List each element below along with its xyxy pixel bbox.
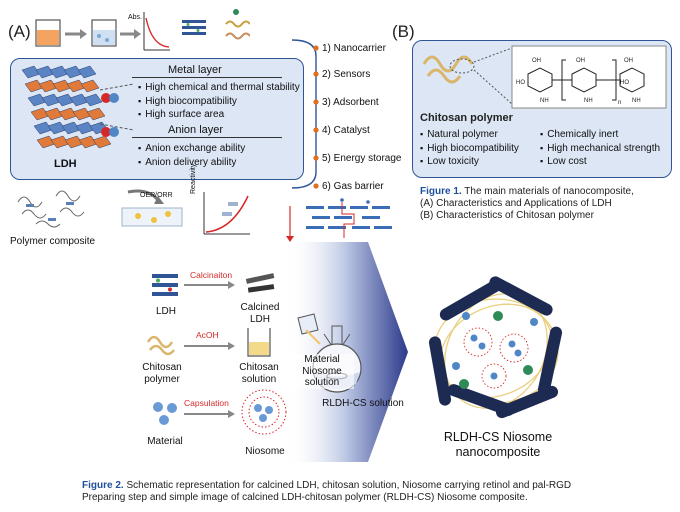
product-label-line1: RLDH-CS Niosome: [443, 430, 553, 444]
anion-feature: Anion delivery ability: [138, 156, 245, 170]
panel-b-label: (B): [392, 22, 415, 41]
calcined-ldh-label: Calcined LDH: [240, 302, 280, 325]
connector-lines: [100, 83, 135, 131]
oer-orr-label: OER/ORR: [140, 192, 173, 199]
beaker-icon: [35, 19, 61, 47]
figure-1-line2: (A) Characteristics and Applications of …: [420, 198, 612, 209]
product-label: RLDH-CS Niosome nanocomposite: [418, 430, 578, 460]
panel-a-label: (A): [8, 22, 31, 41]
gas-barrier-illustration: [286, 198, 392, 242]
svg-text:NH: NH: [540, 98, 549, 104]
application-item: 1) Nanocarrier: [322, 43, 386, 54]
figure-1-line1: The main materials of nanocomposite,: [464, 186, 634, 197]
absorbance-plot-icon: [143, 12, 170, 51]
metal-feature: High biocompatibility: [138, 95, 300, 109]
chitosan-feature: Low toxicity: [420, 155, 519, 169]
figure-2-label: Figure 2.: [82, 480, 124, 491]
calcined-ldh-icon: [245, 273, 275, 293]
figure-1-label: Figure 1.: [420, 186, 462, 197]
acoh-arrow: [184, 342, 235, 350]
synthesis-icons: [35, 12, 170, 51]
ldh-label: LDH: [54, 158, 77, 170]
figure-1-line3: (B) Characteristics of Chitosan polymer: [420, 210, 594, 221]
metal-feature: High chemical and thermal stability: [138, 81, 300, 95]
metal-layer-divider: [132, 77, 282, 78]
applications-bracket: [291, 39, 319, 189]
anion-layer-title: Anion layer: [168, 124, 224, 136]
chitosan-features-col2: Chemically inert High mechanical strengt…: [540, 128, 660, 169]
figure-1-caption: Figure 1. The main materials of nanocomp…: [420, 186, 670, 222]
beaker-icon: [91, 19, 117, 47]
chitosan-features-col1: Natural polymer High biocompatibility Lo…: [420, 128, 519, 169]
figure-2-line1: Schematic representation for calcined LD…: [126, 480, 572, 491]
chitosan-feature: Natural polymer: [420, 128, 519, 142]
chitosan-feature: High biocompatibility: [420, 142, 519, 156]
capsulation-label: Capsulation: [184, 398, 229, 408]
calcination-arrow: [184, 281, 235, 289]
acoh-label: AcOH: [196, 330, 219, 340]
application-item: 2) Sensors: [322, 69, 371, 80]
anion-feature: Anion exchange ability: [138, 142, 245, 156]
svg-text:OH: OH: [624, 58, 633, 64]
svg-text:OH: OH: [576, 58, 585, 64]
reactivity-label: Reactivity: [190, 163, 197, 194]
chitosan-feature: Low cost: [540, 155, 660, 169]
chitosan-solution-label: Chitosan solution: [239, 362, 279, 385]
ldh-step-label: LDH: [155, 306, 176, 317]
anion-layer-divider: [132, 137, 282, 138]
svg-text:OH: OH: [532, 58, 541, 64]
figure-2-caption: Figure 2. Schematic representation for c…: [82, 480, 672, 504]
application-item: 3) Adsorbent: [322, 97, 379, 108]
rldh-cs-niosome-nanocomposite-illustration: [428, 276, 563, 419]
layer-material-icons: [182, 9, 250, 40]
metal-layer-list: High chemical and thermal stability High…: [138, 81, 300, 122]
niosome-icon: [241, 389, 287, 435]
application-item: 4) Catalyst: [322, 125, 370, 136]
material-label: Material: [147, 436, 183, 447]
metal-layer-title: Metal layer: [168, 64, 222, 76]
svg-text:n: n: [618, 100, 621, 106]
product-label-line2: nanocomposite: [455, 445, 541, 459]
polymer-composite-label: Polymer composite: [10, 236, 96, 247]
chitosan-polymer-label: Chitosan polymer: [142, 362, 182, 385]
anion-layer-list: Anion exchange ability Anion delivery ab…: [138, 142, 245, 169]
svg-text:HO: HO: [620, 80, 629, 86]
material-niosome-solution-label: Material Niosome solution: [290, 354, 354, 389]
chitosan-structure-illustration: OH OH OH HO HO NH NH NH n: [422, 45, 667, 109]
metal-feature: High surface area: [138, 108, 300, 122]
chitosan-solution-beaker-icon: [247, 328, 271, 357]
figure-2-line2: Preparing step and simple image of calci…: [82, 492, 528, 503]
chitosan-feature: High mechanical strength: [540, 142, 660, 156]
niosome-label: Niosome: [245, 446, 285, 457]
chitosan-polymer-icon: [146, 335, 175, 356]
abs-label: Abs.: [128, 14, 143, 21]
chitosan-feature: Chemically inert: [540, 128, 660, 142]
rldh-cs-solution-label: RLDH-CS solution: [322, 398, 404, 409]
svg-text:NH: NH: [584, 98, 593, 104]
ldh-small-icon: [152, 274, 178, 296]
material-icon: [153, 402, 177, 425]
application-item: 5) Energy storage: [322, 153, 402, 164]
polymer-composite-illustration: [17, 190, 85, 228]
catalyst-illustration: [121, 189, 183, 227]
reactivity-plot-icon: [203, 192, 250, 235]
ldh-structure-illustration: [21, 65, 119, 149]
chitosan-title: Chitosan polymer: [420, 112, 513, 124]
svg-text:NH: NH: [632, 98, 641, 104]
calcination-label: Calcinaiton: [190, 270, 233, 280]
capsulation-arrow: [184, 410, 235, 418]
application-item: 6) Gas barrier: [322, 181, 384, 192]
svg-text:HO: HO: [516, 80, 525, 86]
